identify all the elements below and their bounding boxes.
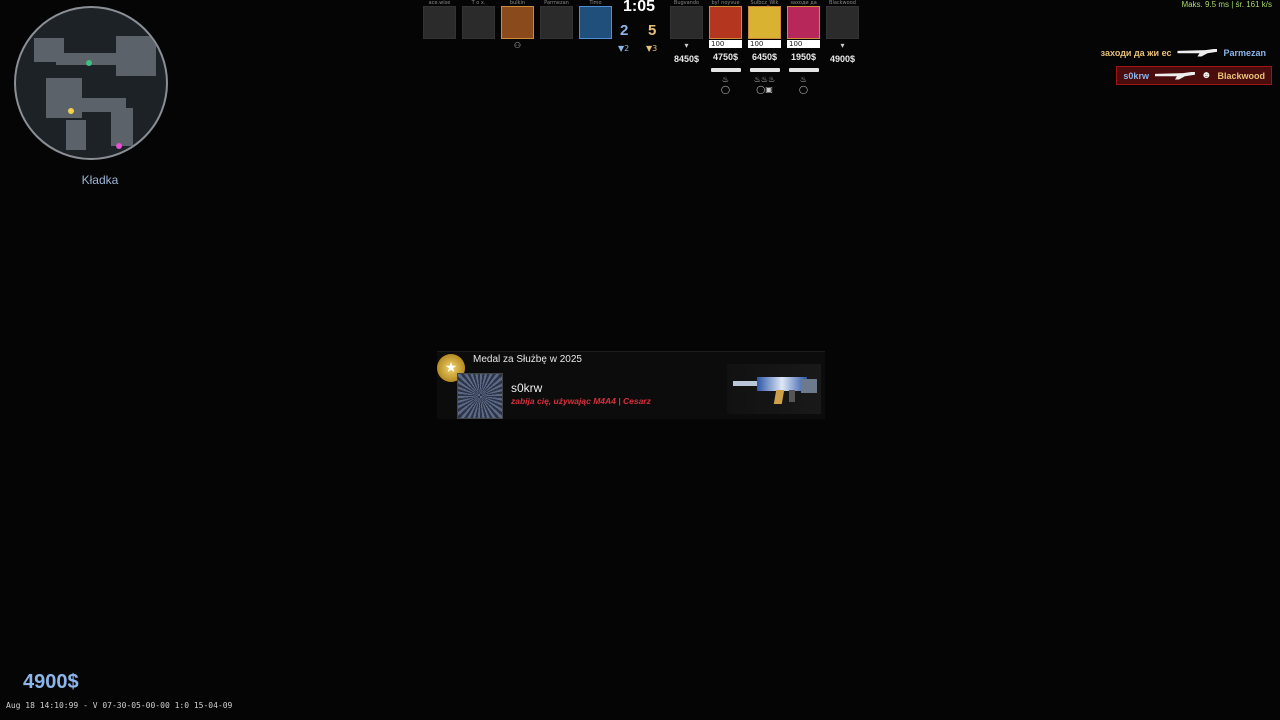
player-health: 100 — [709, 40, 742, 48]
player-money: 4750$ — [712, 52, 739, 62]
bomb-icon: ▾ — [684, 41, 689, 50]
player-avatar — [670, 6, 703, 39]
t-player-1: Bugvando ▾ 8450$ — [669, 0, 704, 95]
player-cash: 4900$ — [23, 671, 79, 693]
ct-player-1: ace.wise — [422, 0, 457, 50]
t-player-4: заходи да 100 1950$ ♨ ◯ — [786, 0, 821, 95]
grenades-icon: ♨♨♨ — [753, 75, 776, 84]
t-player-5: Blackwood ▾ 4900$ — [825, 0, 860, 95]
player-avatar — [462, 6, 495, 39]
armor-icon: ◯ — [721, 85, 730, 94]
armor-helmet-icon: ◯▣ — [756, 85, 773, 94]
round-timer: 1:05 — [622, 0, 656, 15]
kill-feed-entry-own: s0krw ☻ Blackwood — [1116, 66, 1272, 85]
player-name: by! noyvue — [711, 0, 740, 6]
ct-player-2: T o x. — [461, 0, 496, 50]
t-score: 5 — [648, 22, 657, 39]
radar-location-label: Kładka — [81, 173, 119, 187]
ct-score: 2 — [620, 22, 629, 39]
ct-player-4: Parmezan — [539, 0, 574, 50]
ct-team-tiles: ace.wise T o x. bulkin ⚇ Parmezan Timo — [422, 0, 613, 50]
killer-name: s0krw — [511, 381, 543, 395]
armor-icon: ◯ — [799, 85, 808, 94]
player-name: bulkin — [509, 0, 526, 6]
rifle-icon — [749, 68, 780, 72]
kill-feed-entry: заходи да жи ес Parmezan — [1095, 44, 1272, 61]
headshot-icon: ☻ — [1200, 70, 1212, 81]
player-health: 100 — [748, 40, 781, 48]
defuse-kit-icon: ⚇ — [513, 41, 522, 50]
net-graph: Maks. 9.5 ms | śr. 161 k/s — [1181, 0, 1272, 9]
player-avatar — [709, 6, 742, 39]
player-money: 8450$ — [673, 54, 700, 64]
player-money: 1950$ — [790, 52, 817, 62]
player-avatar — [501, 6, 534, 39]
player-avatar — [787, 6, 820, 39]
ct-player-5: Timo — [578, 0, 613, 50]
player-avatar — [423, 6, 456, 39]
player-name: T o x. — [471, 0, 486, 6]
player-name: Parmezan — [544, 0, 569, 6]
player-name: заходи да — [790, 0, 817, 6]
t-player-3: Sulbcz_Wik 100 6450$ ♨♨♨ ◯▣ — [747, 0, 782, 95]
t-player-2: by! noyvue 100 4750$ ♨ ◯ — [708, 0, 743, 95]
player-money: 6450$ — [751, 52, 778, 62]
kill-attacker: заходи да жи ес — [1100, 47, 1172, 58]
player-money: 4900$ — [829, 54, 856, 64]
kill-attacker: s0krw — [1123, 70, 1149, 81]
player-name: Timo — [589, 0, 602, 6]
t-team-tiles: Bugvando ▾ 8450$ by! noyvue 100 4750$ ♨ … — [669, 0, 860, 95]
killer-avatar — [457, 373, 503, 419]
player-name: ace.wise — [428, 0, 451, 6]
player-name: Blackwood — [829, 0, 856, 6]
death-notice-panel: ★ Medal za Służbę w 2025 s0krw zabija ci… — [437, 351, 825, 419]
rifle-icon — [710, 68, 741, 72]
rifle-icon — [788, 68, 819, 72]
killer-medal-name: Medal za Służbę w 2025 — [473, 354, 582, 365]
player-avatar — [579, 6, 612, 39]
kill-feed: заходи да жи ес Parmezan s0krw ☻ Blackwo… — [1095, 44, 1272, 85]
m4a4-icon — [1154, 71, 1195, 80]
player-avatar — [748, 6, 781, 39]
m4a4-cesarz-icon — [727, 364, 821, 414]
ak47-icon — [1177, 48, 1218, 57]
player-health: 100 — [787, 40, 820, 48]
t-alive-count: ▼3 — [646, 44, 658, 53]
grenade-icon: ♨ — [721, 75, 730, 84]
player-avatar — [540, 6, 573, 39]
demo-info: Aug 18 14:10:99 - V 07-30-05-00-00 1:0 1… — [6, 701, 233, 710]
killed-by-message: zabija cię, używając M4A4 | Cesarz — [511, 396, 651, 406]
bomb-icon: ▾ — [840, 41, 845, 50]
player-name: Bugvando — [673, 0, 700, 6]
player-avatar — [826, 6, 859, 39]
player-name: Sulbcz_Wik — [750, 0, 779, 6]
kill-victim: Parmezan — [1223, 47, 1266, 58]
ct-alive-count: ▼2 — [618, 44, 630, 53]
kill-victim: Blackwood — [1217, 70, 1265, 81]
radar-minimap — [14, 6, 168, 160]
ct-player-3: bulkin ⚇ — [500, 0, 535, 50]
grenade-icon: ♨ — [799, 75, 808, 84]
